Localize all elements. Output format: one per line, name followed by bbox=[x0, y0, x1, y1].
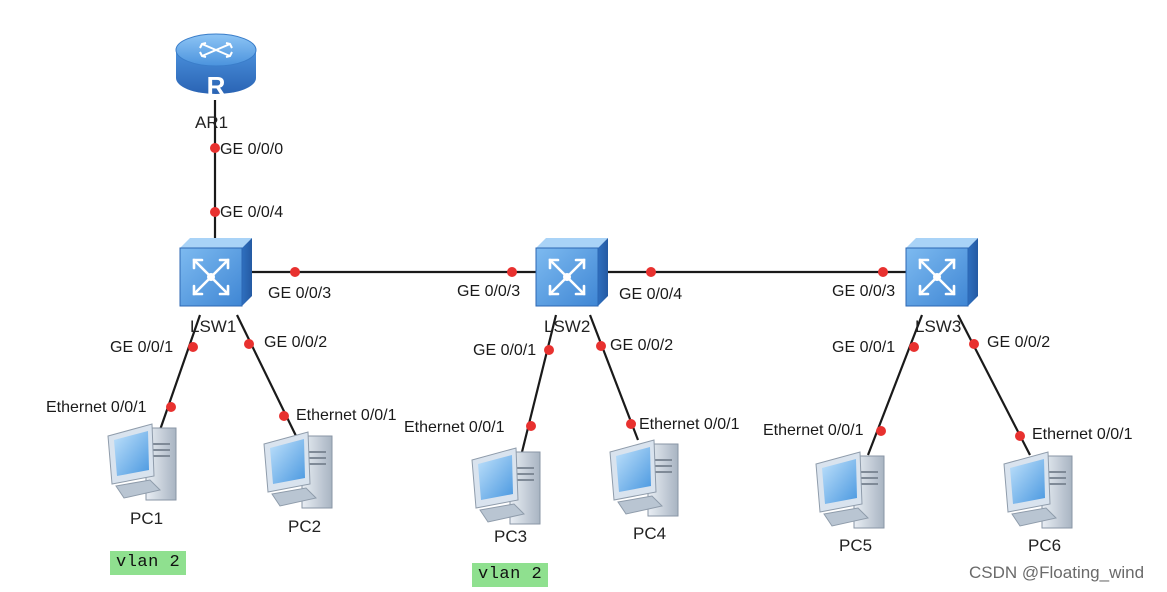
port-label-lsw1-g004: GE 0/0/4 bbox=[220, 204, 284, 221]
link-lsw3-pc5 bbox=[866, 314, 924, 456]
port-label-lsw3-g001: GE 0/0/1 bbox=[832, 339, 896, 356]
port-label-lsw2-g002: GE 0/0/2 bbox=[610, 337, 674, 354]
port-label-pc4-eth: Ethernet 0/0/1 bbox=[639, 416, 740, 433]
port-label-lsw2-g004: GE 0/0/4 bbox=[619, 286, 683, 303]
vlan-tag-pc1: vlan 2 bbox=[110, 551, 187, 575]
port-label-pc6-eth: Ethernet 0/0/1 bbox=[1032, 426, 1133, 443]
port-label-pc2-eth: Ethernet 0/0/1 bbox=[296, 407, 397, 424]
device-name-pc6: PC6 bbox=[1028, 536, 1062, 555]
port-dot-lsw1-g003 bbox=[290, 267, 300, 277]
device-name-lsw1: LSW1 bbox=[190, 317, 237, 336]
port-dot-lsw1-g002 bbox=[244, 339, 254, 349]
port-label-ar1-g000: GE 0/0/0 bbox=[220, 141, 284, 158]
port-label-lsw1-g001: GE 0/0/1 bbox=[110, 339, 174, 356]
vlan-tag-pc3: vlan 2 bbox=[472, 563, 549, 587]
switch-icon-lsw2 bbox=[534, 236, 610, 308]
pc-icon-pc6 bbox=[1003, 451, 1073, 529]
port-dot-lsw3-g001 bbox=[909, 342, 919, 352]
link-lsw1-pc1 bbox=[158, 314, 202, 431]
pc-icon-pc1 bbox=[107, 423, 177, 501]
watermark: CSDN @Floating_wind bbox=[969, 563, 1145, 582]
pc-icon-pc4 bbox=[609, 439, 679, 517]
port-dot-lsw2-g001 bbox=[544, 345, 554, 355]
port-dot-lsw2-g002 bbox=[596, 341, 606, 351]
port-dot-lsw2-g003 bbox=[507, 267, 517, 277]
port-label-lsw2-g001: GE 0/0/1 bbox=[473, 342, 537, 359]
device-name-pc5: PC5 bbox=[839, 536, 873, 555]
port-label-lsw1-g002: GE 0/0/2 bbox=[264, 334, 328, 351]
device-name-pc1: PC1 bbox=[130, 509, 164, 528]
port-dot-pc2-eth bbox=[279, 411, 289, 421]
switch-icon-lsw3 bbox=[904, 236, 980, 308]
port-dot-pc4-eth bbox=[626, 419, 636, 429]
port-label-lsw2-g003: GE 0/0/3 bbox=[457, 283, 521, 300]
port-dot-pc3-eth bbox=[526, 421, 536, 431]
device-name-pc3: PC3 bbox=[494, 527, 528, 546]
port-dot-lsw3-g003 bbox=[878, 267, 888, 277]
port-dot-pc1-eth bbox=[166, 402, 176, 412]
port-label-pc1-eth: Ethernet 0/0/1 bbox=[46, 399, 147, 416]
device-name-pc2: PC2 bbox=[288, 517, 322, 536]
port-dots bbox=[166, 143, 1025, 441]
port-dot-lsw1-g001 bbox=[188, 342, 198, 352]
port-dot-lsw3-g002 bbox=[969, 339, 979, 349]
pc-icon-pc3 bbox=[471, 447, 541, 525]
port-dot-pc6-eth bbox=[1015, 431, 1025, 441]
port-label-lsw1-g003: GE 0/0/3 bbox=[268, 285, 332, 302]
pc-icon-pc2 bbox=[263, 431, 333, 509]
port-dot-lsw1-g004 bbox=[210, 207, 220, 217]
router-icon: R bbox=[175, 33, 257, 101]
device-name-lsw3: LSW3 bbox=[915, 317, 962, 336]
pc-icon-pc5 bbox=[815, 451, 885, 529]
port-dot-pc5-eth bbox=[876, 426, 886, 436]
port-label-pc3-eth: Ethernet 0/0/1 bbox=[404, 419, 505, 436]
device-name-pc4: PC4 bbox=[633, 524, 667, 543]
device-name-ar1: AR1 bbox=[195, 113, 229, 132]
router-glyph: R bbox=[207, 71, 226, 101]
switch-icon-lsw1 bbox=[178, 236, 254, 308]
port-dot-lsw2-g004 bbox=[646, 267, 656, 277]
port-label-pc5-eth: Ethernet 0/0/1 bbox=[763, 422, 864, 439]
port-label-lsw3-g002: GE 0/0/2 bbox=[987, 334, 1051, 351]
device-name-lsw2: LSW2 bbox=[544, 317, 591, 336]
port-dot-ar1-g000 bbox=[210, 143, 220, 153]
port-label-lsw3-g003: GE 0/0/3 bbox=[832, 283, 896, 300]
